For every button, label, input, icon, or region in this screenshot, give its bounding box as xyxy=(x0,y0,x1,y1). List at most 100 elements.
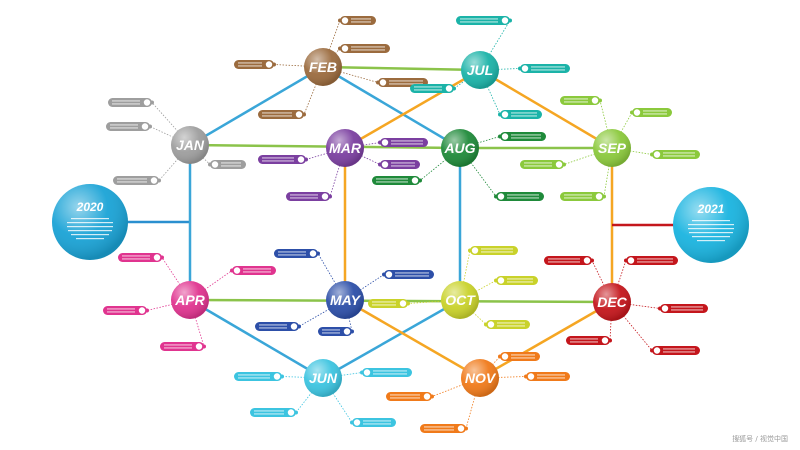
callout-text-line xyxy=(322,332,340,334)
callout-icon xyxy=(295,111,303,118)
callout-box xyxy=(500,352,540,361)
callout-text-line xyxy=(511,112,537,114)
callout-text-line xyxy=(671,309,703,311)
connector-lines xyxy=(126,65,680,380)
callout-box xyxy=(560,192,604,201)
month-oct-node: OCT xyxy=(441,281,479,319)
month-nov-node: NOV xyxy=(461,359,499,397)
callout-text-line xyxy=(507,197,539,199)
callout-text-line xyxy=(481,251,513,253)
callout-box xyxy=(500,110,542,119)
callout-icon xyxy=(309,250,317,257)
callout-icon xyxy=(501,111,509,118)
callout-icon xyxy=(211,161,219,168)
callout-text-line xyxy=(390,394,420,396)
month-aug-node: AUG xyxy=(441,129,479,167)
callout-box xyxy=(210,160,246,169)
year-2021-node: 2021 xyxy=(673,187,749,263)
callout-box xyxy=(380,160,420,169)
callout-box xyxy=(380,138,428,147)
month-sep-node: SEP xyxy=(593,129,631,167)
callout-icon xyxy=(487,321,495,328)
callout-icon xyxy=(273,373,281,380)
callout-text-line xyxy=(112,103,140,105)
callout-box xyxy=(255,322,299,331)
callout-box xyxy=(352,418,396,427)
callout-box xyxy=(566,336,610,345)
callout-icon xyxy=(423,393,431,400)
callout-text-line xyxy=(395,272,429,274)
month-feb-label: FEB xyxy=(309,59,337,75)
callout-text-line xyxy=(376,181,408,183)
callout-connector xyxy=(479,356,501,379)
callout-icon xyxy=(595,193,603,200)
month-may-label: MAY xyxy=(330,292,362,308)
callout-text-line xyxy=(511,115,537,117)
callout-text-line xyxy=(548,258,580,260)
callout-box xyxy=(632,108,672,117)
month-mar-label: MAR xyxy=(329,140,362,156)
callout-text-line xyxy=(531,66,565,68)
callout-box xyxy=(106,122,150,131)
callout-box xyxy=(410,84,454,93)
callout-icon xyxy=(343,328,351,335)
callout-text-line xyxy=(351,46,385,48)
callout-box xyxy=(258,155,306,164)
callout-connector xyxy=(407,299,461,304)
callout-text-line xyxy=(663,348,695,350)
callout-connector xyxy=(599,100,613,149)
callout-icon xyxy=(195,343,203,350)
callout-text-line xyxy=(511,134,541,136)
callout-text-line xyxy=(391,165,415,167)
callout-text-line xyxy=(511,137,541,139)
callout-text-line xyxy=(221,165,241,167)
callout-icon xyxy=(290,323,298,330)
callout-icon xyxy=(411,177,419,184)
callout-connector xyxy=(329,147,346,197)
callout-text-line xyxy=(507,194,539,196)
callout-text-line xyxy=(351,21,371,23)
callout-text-line xyxy=(363,420,391,422)
callout-text-line xyxy=(570,338,598,340)
callout-icon xyxy=(521,65,529,72)
callout-text-line xyxy=(671,306,703,308)
callout-icon xyxy=(471,247,479,254)
callout-icon xyxy=(341,17,349,24)
callout-text-line xyxy=(389,80,423,82)
year-2020-node: 2020 xyxy=(52,184,128,260)
callout-box xyxy=(560,96,600,105)
callout-box xyxy=(486,320,530,329)
callout-box xyxy=(526,372,570,381)
callout-box xyxy=(520,160,564,169)
callout-box xyxy=(362,368,412,377)
callout-text-line xyxy=(278,251,306,253)
callout-text-line xyxy=(122,258,150,260)
callout-icon xyxy=(379,79,387,86)
callout-icon xyxy=(321,193,329,200)
callout-box xyxy=(544,256,592,265)
callout-text-line xyxy=(243,271,271,273)
callout-connector xyxy=(189,299,205,347)
callout-icon xyxy=(297,156,305,163)
callout-text-line xyxy=(497,322,525,324)
callout-text-line xyxy=(164,344,192,346)
callout-text-line xyxy=(663,155,695,157)
callout-text-line xyxy=(238,62,262,64)
callout-icon xyxy=(341,45,349,52)
callout-box xyxy=(118,253,162,262)
callout-connector xyxy=(273,64,324,68)
callout-text-line xyxy=(511,357,535,359)
month-dec-node: DEC xyxy=(593,283,631,321)
callout-text-line xyxy=(564,101,588,103)
month-nov-label: NOV xyxy=(465,370,497,386)
callout-box xyxy=(652,150,700,159)
callout-box xyxy=(234,372,282,381)
callout-icon xyxy=(138,307,146,314)
callout-icon xyxy=(150,177,158,184)
callout-text-line xyxy=(164,347,192,349)
info-callouts xyxy=(103,16,708,433)
callout-connector xyxy=(459,250,471,301)
callout-text-line xyxy=(414,89,442,91)
callout-text-line xyxy=(363,423,391,425)
callout-box xyxy=(318,327,352,336)
